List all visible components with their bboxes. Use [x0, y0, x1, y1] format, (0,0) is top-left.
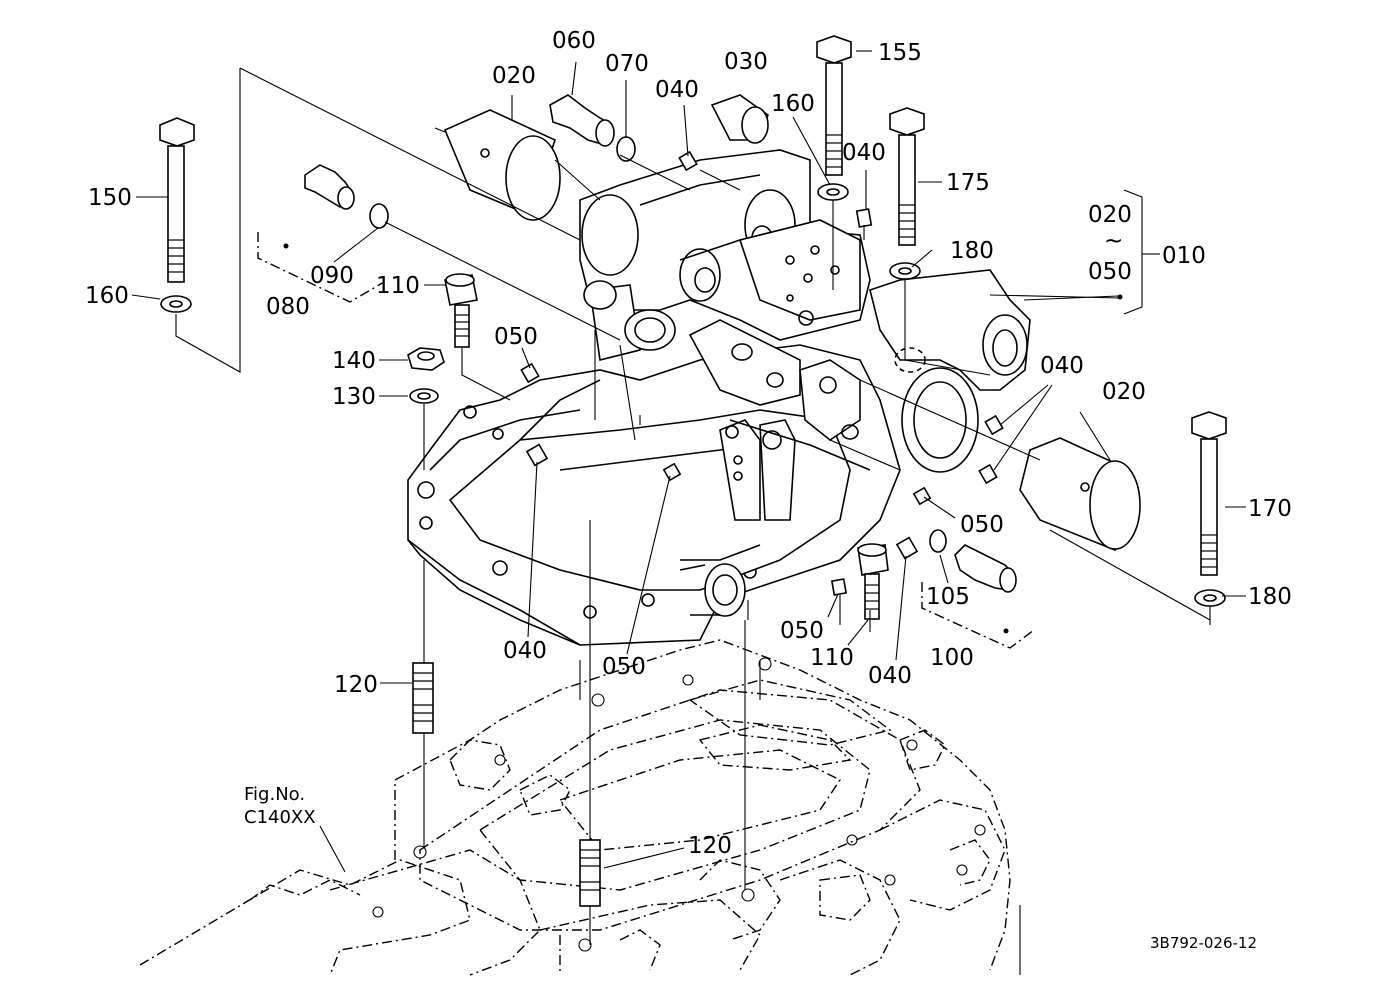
- label-040-right: 040: [1040, 353, 1084, 379]
- bush-020-right: [1019, 437, 1141, 552]
- label-155: 155: [878, 40, 922, 66]
- washer-130: [409, 388, 439, 404]
- transmission-case: [139, 639, 1021, 976]
- stud-120-center: [579, 839, 601, 907]
- label-040-bottom-right: 040: [868, 663, 912, 689]
- label-105: 105: [926, 584, 970, 610]
- leader-lines: [131, 50, 1246, 873]
- bolt-110-top: [444, 273, 478, 348]
- label-110-top: 110: [376, 273, 420, 299]
- label-020-top: 020: [492, 63, 536, 89]
- bolt-155: [816, 35, 852, 176]
- label-050-left: 050: [494, 324, 538, 350]
- part-labels: 020 060 070 040 030 155 160 040 175 150 …: [85, 28, 1292, 859]
- label-050-bottom-right: 050: [780, 618, 824, 644]
- label-110-bottom: 110: [810, 645, 854, 671]
- assembly-lines: [175, 67, 1211, 945]
- label-090: 090: [310, 263, 354, 289]
- label-130: 130: [332, 384, 376, 410]
- label-030: 030: [724, 49, 768, 75]
- label-160-left: 160: [85, 283, 129, 309]
- drawing-number: 3B792-026-12: [1150, 934, 1257, 952]
- bolt-170: [1191, 411, 1227, 576]
- label-040-top: 040: [655, 77, 699, 103]
- label-040-bottom-left: 040: [503, 638, 547, 664]
- label-080: 080: [266, 294, 310, 320]
- label-150: 150: [88, 185, 132, 211]
- set-screws: [520, 150, 1004, 596]
- collar-030: [710, 94, 769, 144]
- group-brackets: [257, 189, 1152, 649]
- label-010: 010: [1162, 243, 1206, 269]
- fitting-060: [549, 94, 615, 147]
- label-070: 070: [605, 51, 649, 77]
- label-120-left: 120: [334, 672, 378, 698]
- washer-130-hole: [417, 392, 431, 400]
- label-160-top: 160: [771, 91, 815, 117]
- bush-020-top: [434, 109, 561, 221]
- fig-ref-line1: Fig.No.: [244, 784, 305, 805]
- fitting-090: [304, 164, 389, 229]
- hydraulic-cylinder-case: [407, 149, 1031, 646]
- label-050-bottom-center: 050: [602, 654, 646, 680]
- label-175: 175: [946, 170, 990, 196]
- label-140: 140: [332, 348, 376, 374]
- label-020-range-start: 020: [1088, 202, 1132, 228]
- label-050-right: 050: [960, 512, 1004, 538]
- label-120-center: 120: [688, 833, 732, 859]
- bolt-110-bottom: [857, 543, 889, 620]
- label-040-upper-right: 040: [842, 140, 886, 166]
- label-020-right: 020: [1102, 379, 1146, 405]
- fitting-105: [929, 529, 1017, 593]
- label-range-tilde: ~: [1104, 228, 1123, 254]
- label-170: 170: [1248, 496, 1292, 522]
- bolt-175: [889, 107, 925, 246]
- bolt-150: [159, 117, 195, 283]
- label-180-top: 180: [950, 238, 994, 264]
- nut-140: [407, 347, 445, 371]
- stud-120-left: [412, 662, 434, 734]
- fig-ref-line2: C140XX: [244, 807, 316, 828]
- label-180-right: 180: [1248, 584, 1292, 610]
- label-100: 100: [930, 645, 974, 671]
- label-050-range-end: 050: [1088, 259, 1132, 285]
- label-060: 060: [552, 28, 596, 54]
